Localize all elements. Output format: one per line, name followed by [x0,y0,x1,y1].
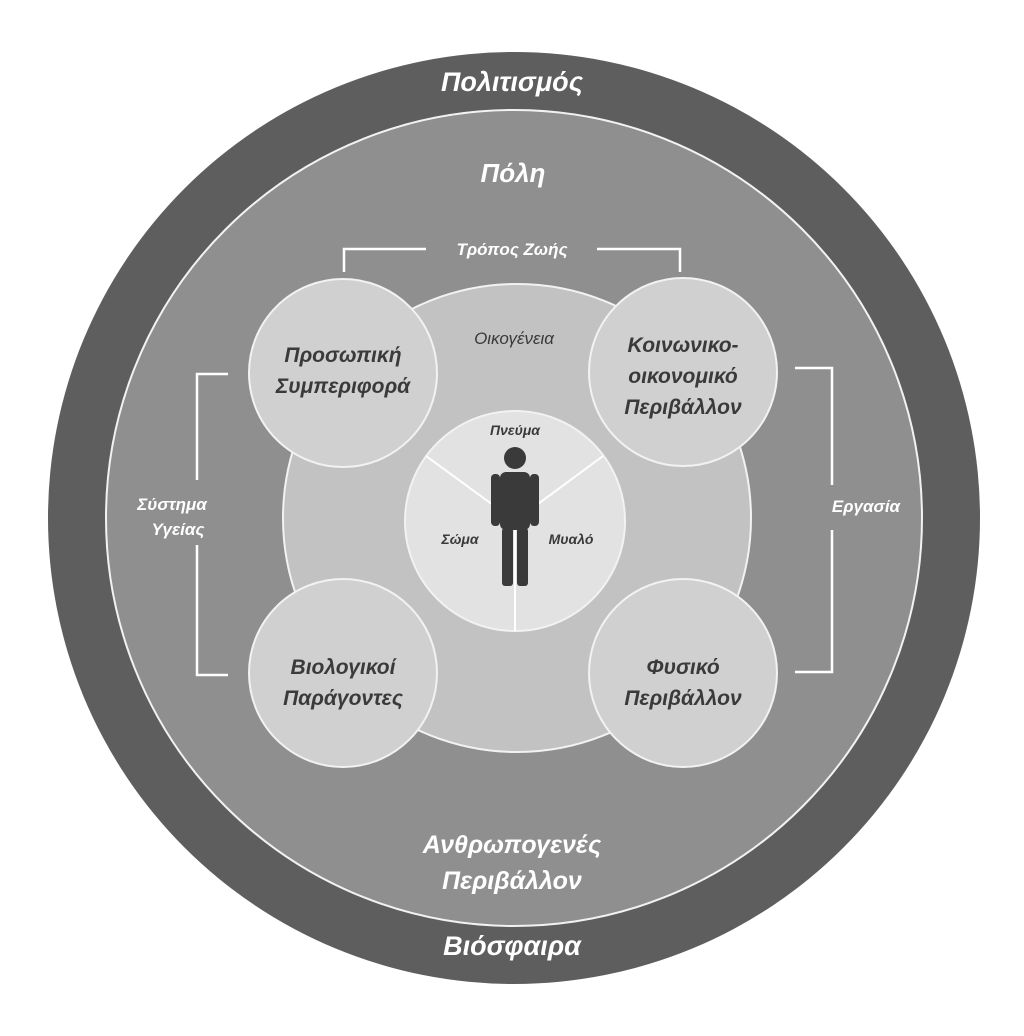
work-label: Εργασία [832,497,902,516]
health-system-label-line2: Υγείας [152,520,205,539]
mind-label: Μυαλό [549,531,594,547]
biological-factors-label-line2: Παράγοντες [283,687,404,710]
city-label: Πόλη [481,158,546,188]
biological-factors-circle [248,578,438,768]
spirit-label: Πνεύμα [490,422,541,438]
lifestyle-label: Τρόπος Ζωής [456,240,567,259]
physical-environment-label-line1: Φυσικό [646,656,720,679]
body-label: Σώμα [440,531,479,547]
physical-environment-label-line2: Περιβάλλον [624,687,742,710]
physical-environment-circle [588,578,778,768]
outer-ring-bottom-label: Βιόσφαιρα [443,931,582,961]
socioeconomic-label-line1: Κοινωνικο- [627,334,738,357]
outer-ring-top-label: Πολιτισμός [441,67,584,97]
socioeconomic-label-line3: Περιβάλλον [624,396,742,419]
work-bracket [795,366,834,674]
lifestyle-bracket [342,247,682,272]
family-label: Οικογένεια [474,329,555,348]
person-icon [491,447,539,586]
personal-behavior-label-line1: Προσωπική [284,344,401,367]
built-environment-label-line1: Ανθρωπογενές [422,831,602,859]
biological-factors-label-line1: Βιολογικοί [291,656,398,679]
health-system-bracket [195,372,228,677]
built-environment-label-line2: Περιβάλλον [442,867,582,895]
health-system-label-line1: Σύστημα [136,495,208,514]
personal-behavior-circle [248,278,438,468]
socioeconomic-label-line2: οικονομικό [628,365,738,388]
socioeconomic-environment-circle [588,277,778,467]
personal-behavior-label-line2: Συμπεριφορά [275,375,411,398]
